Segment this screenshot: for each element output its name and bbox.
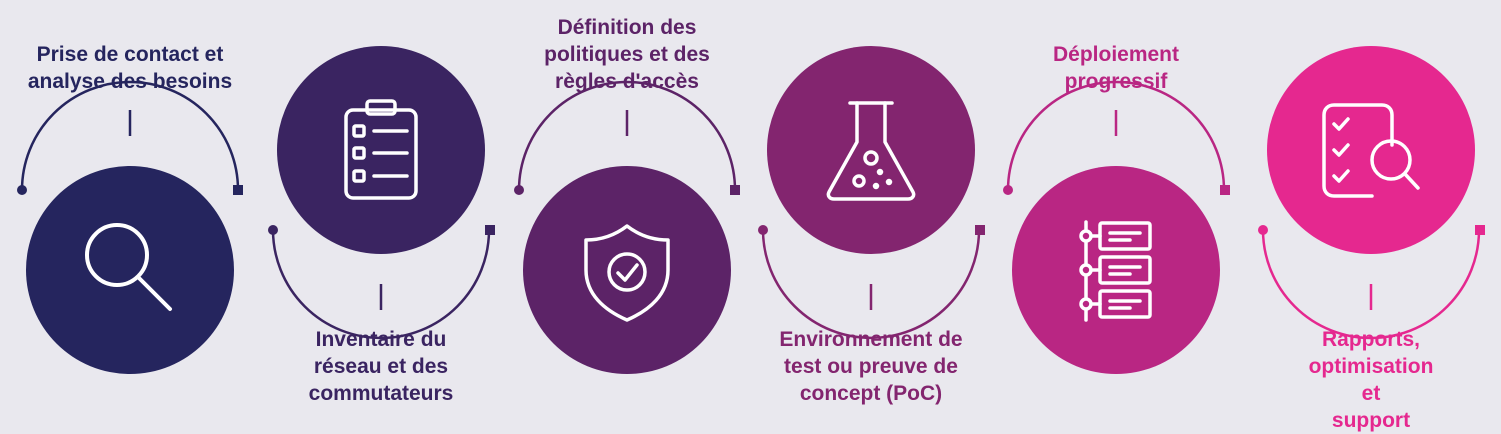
step-3 [514, 80, 740, 374]
step-2-arc [271, 229, 491, 340]
step-2-label: Inventaire du réseau et des commutateurs [308, 328, 454, 405]
step-6-dot-marker [1258, 225, 1268, 235]
step-2-square-marker [485, 225, 495, 235]
step-5-dot-marker [1003, 185, 1013, 195]
step-2 [268, 46, 495, 340]
shield-check-icon [584, 224, 670, 322]
step-2-dot-marker [268, 225, 278, 235]
step-3-dot-marker [514, 185, 524, 195]
step-5-square-marker [1220, 185, 1230, 195]
step-4-arc [761, 229, 981, 340]
step-1-arc [20, 80, 240, 191]
magnifier-icon [85, 223, 172, 311]
step-6-circle [1267, 46, 1475, 254]
step-4 [758, 46, 985, 340]
document-search-icon [1322, 103, 1420, 198]
step-3-circle [523, 166, 731, 374]
step-6-square-marker [1475, 225, 1485, 235]
step-4-square-marker [975, 225, 985, 235]
step-3-label: Définition des politiques et des règles … [544, 16, 710, 93]
step-1 [17, 80, 243, 374]
process-diagram [17, 46, 1485, 374]
step-5 [1003, 80, 1230, 374]
step-1-dot-marker [17, 185, 27, 195]
step-3-arc [517, 80, 737, 191]
step-5-circle [1012, 166, 1220, 374]
hierarchy-list-icon [1079, 220, 1152, 322]
step-2-circle [277, 46, 485, 254]
step-6-arc [1261, 229, 1481, 340]
flask-icon [826, 101, 916, 201]
step-1-circle [26, 166, 234, 374]
clipboard-checklist-icon [344, 99, 418, 200]
step-4-circle [767, 46, 975, 254]
step-1-label: Prise de contact et analyse des besoins [27, 43, 233, 93]
step-3-square-marker [730, 185, 740, 195]
step-4-dot-marker [758, 225, 768, 235]
step-1-square-marker [233, 185, 243, 195]
step-5-label: Déploiement progressif [1052, 43, 1180, 93]
step-4-label: Environnement de test ou preuve de conce… [779, 328, 963, 405]
step-5-arc [1006, 80, 1226, 191]
step-6 [1258, 46, 1485, 340]
